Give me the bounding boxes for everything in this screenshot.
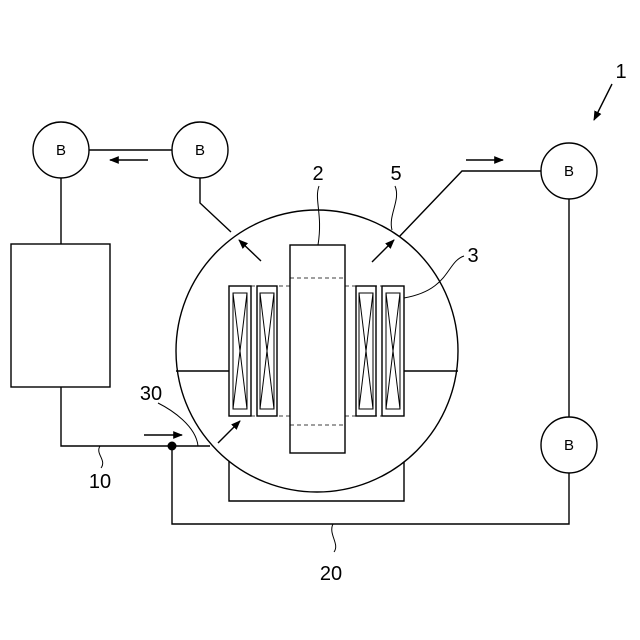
pipe-casing-to-blower	[200, 178, 231, 232]
blower-label: B	[56, 142, 66, 159]
numeral-casing: 5	[390, 163, 401, 185]
pipe-casing-to-right-blower	[398, 171, 541, 238]
numeral-junction: 30	[140, 383, 162, 405]
numeral-rotor: 2	[312, 163, 323, 185]
blower-label: B	[564, 437, 574, 454]
arrow-system-pointer	[594, 84, 612, 120]
numeral-pipe-b: 20	[320, 563, 342, 585]
blower-top-left: B	[33, 122, 89, 178]
tank	[11, 244, 110, 387]
numeral-pipe-a: 10	[89, 471, 111, 493]
blower-top-right: B	[541, 143, 597, 199]
blower-top-middle: B	[172, 122, 228, 178]
blower-label: B	[195, 142, 205, 159]
junction-point	[168, 442, 177, 451]
numeral-system: 1	[615, 61, 626, 83]
blower-label: B	[564, 163, 574, 180]
numeral-coil: 3	[467, 245, 478, 267]
blower-bottom-right: B	[541, 417, 597, 473]
